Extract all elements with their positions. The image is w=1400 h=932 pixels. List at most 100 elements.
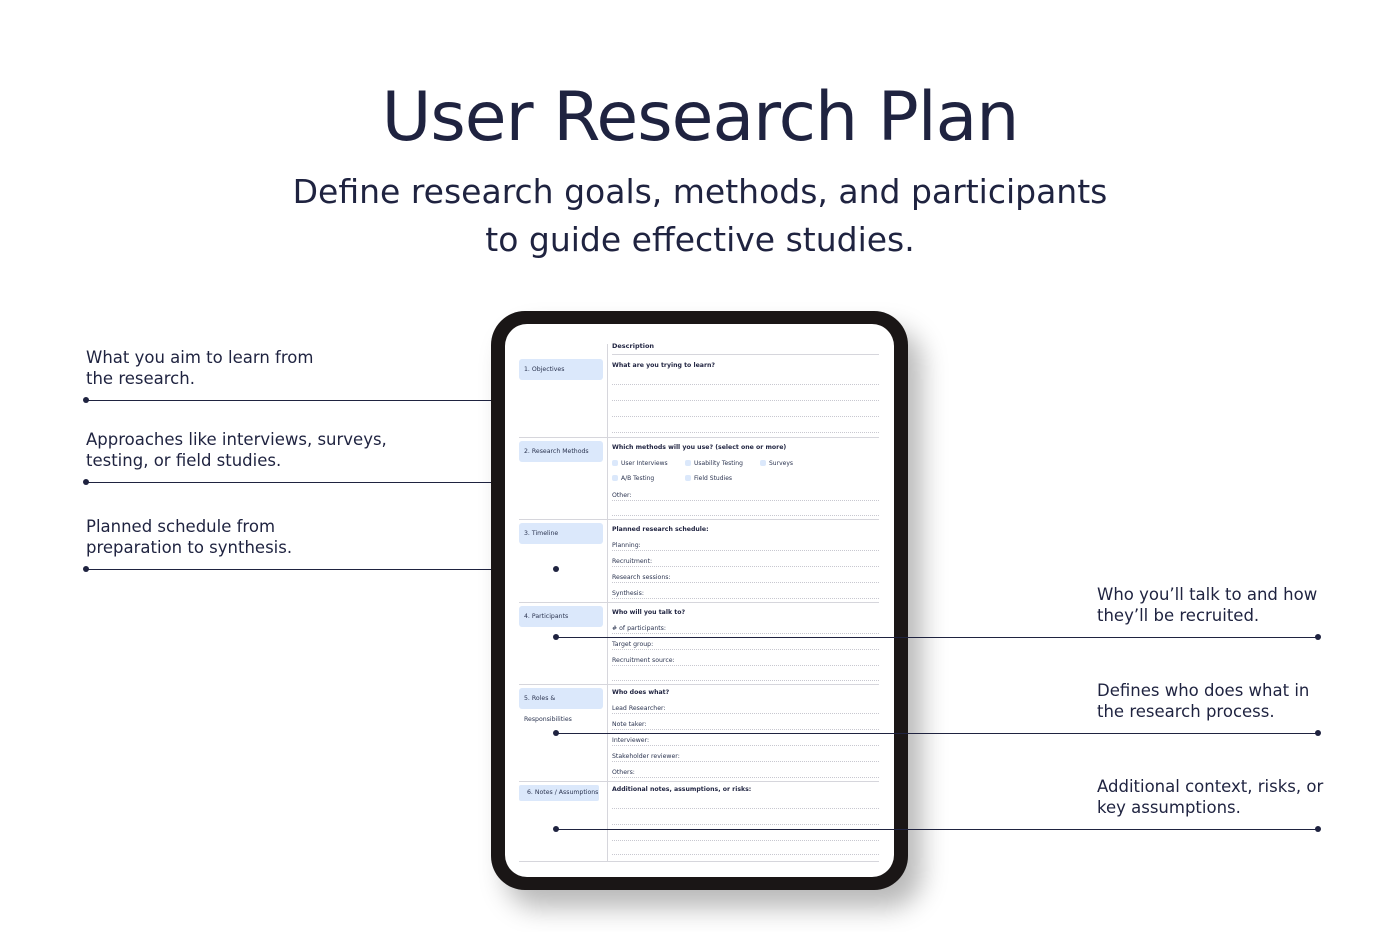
- methods-question: Which methods will you use? (select one …: [612, 444, 787, 451]
- connector-dot: [1315, 826, 1321, 832]
- roles-field-line[interactable]: [612, 745, 879, 746]
- connector-dot: [553, 634, 559, 640]
- participants-field-line[interactable]: [612, 665, 879, 666]
- page-title: User Research Plan: [381, 78, 1020, 157]
- participants-field-recruitment-source: Recruitment source:: [612, 657, 675, 664]
- timeline-field-recruitment: Recruitment:: [612, 558, 653, 565]
- participants-field-line[interactable]: [612, 649, 879, 650]
- section-divider: [519, 602, 879, 603]
- participants-field-line[interactable]: [612, 680, 879, 681]
- callout-text: the research.: [86, 369, 195, 388]
- methods-other-label: Other:: [612, 492, 632, 499]
- notes-answer-line[interactable]: [612, 854, 879, 855]
- participants-field-target-group: Target group:: [612, 641, 654, 648]
- callout-participants: Who you’ll talk to and how they’ll be re…: [1097, 584, 1317, 626]
- roles-field-line[interactable]: [612, 729, 879, 730]
- timeline-field-line[interactable]: [612, 550, 879, 551]
- methods-other-line[interactable]: [612, 515, 879, 516]
- roles-field-line[interactable]: [612, 777, 879, 778]
- objectives-answer-line[interactable]: [612, 416, 879, 417]
- connector-line-participants: [556, 637, 1318, 638]
- roles-field-interviewer: Interviewer:: [612, 737, 650, 744]
- checkbox-surveys[interactable]: Surveys: [760, 460, 793, 467]
- timeline-question: Planned research schedule:: [612, 526, 709, 533]
- callout-objectives: What you aim to learn from the research.: [86, 347, 313, 389]
- callout-text: Planned schedule from: [86, 517, 276, 536]
- divider: [519, 861, 879, 862]
- callout-text: preparation to synthesis.: [86, 538, 293, 557]
- subtitle-line-1: Define research goals, methods, and part…: [292, 172, 1108, 211]
- roles-field-lead-researcher: Lead Researcher:: [612, 705, 666, 712]
- callout-notes: Additional context, risks, or key assump…: [1097, 776, 1323, 818]
- checkbox-field-studies[interactable]: Field Studies: [685, 475, 732, 482]
- objectives-answer-line[interactable]: [612, 384, 879, 385]
- callout-text: Defines who does what in: [1097, 681, 1310, 700]
- callout-text: What you aim to learn from: [86, 348, 314, 367]
- section-label-objectives: 1. Objectives: [519, 359, 603, 380]
- divider: [612, 354, 879, 355]
- connector-dot: [553, 826, 559, 832]
- roles-field-line[interactable]: [612, 713, 879, 714]
- checkbox-usability-testing[interactable]: Usability Testing: [685, 460, 743, 467]
- timeline-field-planning: Planning:: [612, 542, 641, 549]
- connector-line-timeline: [86, 569, 556, 570]
- connector-line-roles: [556, 733, 1318, 734]
- callout-text: they’ll be recruited.: [1097, 606, 1260, 625]
- notes-answer-line[interactable]: [612, 808, 879, 809]
- timeline-field-line[interactable]: [612, 598, 879, 599]
- callout-text: Approaches like interviews, surveys,: [86, 430, 387, 449]
- participants-field-count: # of participants:: [612, 625, 666, 632]
- connector-dot: [1315, 730, 1321, 736]
- section-divider: [519, 684, 879, 685]
- callout-text: Additional context, risks, or: [1097, 777, 1324, 796]
- tablet-frame: Description 1. Objectives What are you t…: [491, 311, 908, 890]
- roles-question: Who does what?: [612, 689, 670, 696]
- callout-methods: Approaches like interviews, surveys, tes…: [86, 429, 387, 471]
- timeline-field-synthesis: Synthesis:: [612, 590, 644, 597]
- connector-dot: [553, 566, 559, 572]
- objectives-answer-line[interactable]: [612, 432, 879, 433]
- section-label-participants: 4. Participants: [519, 606, 603, 627]
- connector-dot: [83, 397, 89, 403]
- connector-line-notes: [556, 829, 1318, 830]
- connector-line-methods: [86, 482, 556, 483]
- section-label-notes: 6. Notes / Assumptions: [519, 785, 599, 801]
- participants-question: Who will you talk to?: [612, 609, 686, 616]
- callout-roles: Defines who does what in the research pr…: [1097, 680, 1309, 722]
- roles-field-note-taker: Note taker:: [612, 721, 647, 728]
- timeline-field-line[interactable]: [612, 566, 879, 567]
- checkbox-ab-testing[interactable]: A/B Testing: [612, 475, 654, 482]
- notes-answer-line[interactable]: [612, 840, 879, 841]
- objectives-answer-line[interactable]: [612, 400, 879, 401]
- section-divider: [519, 781, 879, 782]
- connector-dot: [1315, 634, 1321, 640]
- callout-text: Who you’ll talk to and how: [1097, 585, 1318, 604]
- section-divider: [519, 519, 879, 520]
- objectives-question: What are you trying to learn?: [612, 362, 715, 369]
- participants-field-line[interactable]: [612, 633, 879, 634]
- notes-question: Additional notes, assumptions, or risks:: [612, 786, 752, 793]
- timeline-field-research-sessions: Research sessions:: [612, 574, 671, 581]
- connector-dot: [553, 730, 559, 736]
- callout-text: testing, or field studies.: [86, 451, 282, 470]
- callout-text: key assumptions.: [1097, 798, 1241, 817]
- callout-text: the research process.: [1097, 702, 1275, 721]
- section-label-roles: 5. Roles & Responsibilities: [519, 688, 603, 723]
- timeline-field-line[interactable]: [612, 582, 879, 583]
- subtitle-line-2: to guide effective studies.: [485, 220, 915, 259]
- section-label-timeline: 3. Timeline: [519, 523, 603, 544]
- checkbox-user-interviews[interactable]: User Interviews: [612, 460, 668, 467]
- section-label-research-methods: 2. Research Methods: [519, 441, 603, 462]
- notes-answer-line[interactable]: [612, 824, 879, 825]
- description-column-header: Description: [612, 342, 655, 350]
- roles-field-others: Others:: [612, 769, 635, 776]
- callout-timeline: Planned schedule from preparation to syn…: [86, 516, 292, 558]
- connector-dot: [83, 566, 89, 572]
- connector-line-objectives: [86, 400, 556, 401]
- section-divider: [519, 437, 879, 438]
- roles-field-stakeholder-reviewer: Stakeholder reviewer:: [612, 753, 680, 760]
- research-plan-form: Description 1. Objectives What are you t…: [505, 324, 894, 877]
- page-subtitle: Define research goals, methods, and part…: [0, 168, 1400, 264]
- roles-field-line[interactable]: [612, 761, 879, 762]
- methods-other-line[interactable]: [612, 500, 879, 501]
